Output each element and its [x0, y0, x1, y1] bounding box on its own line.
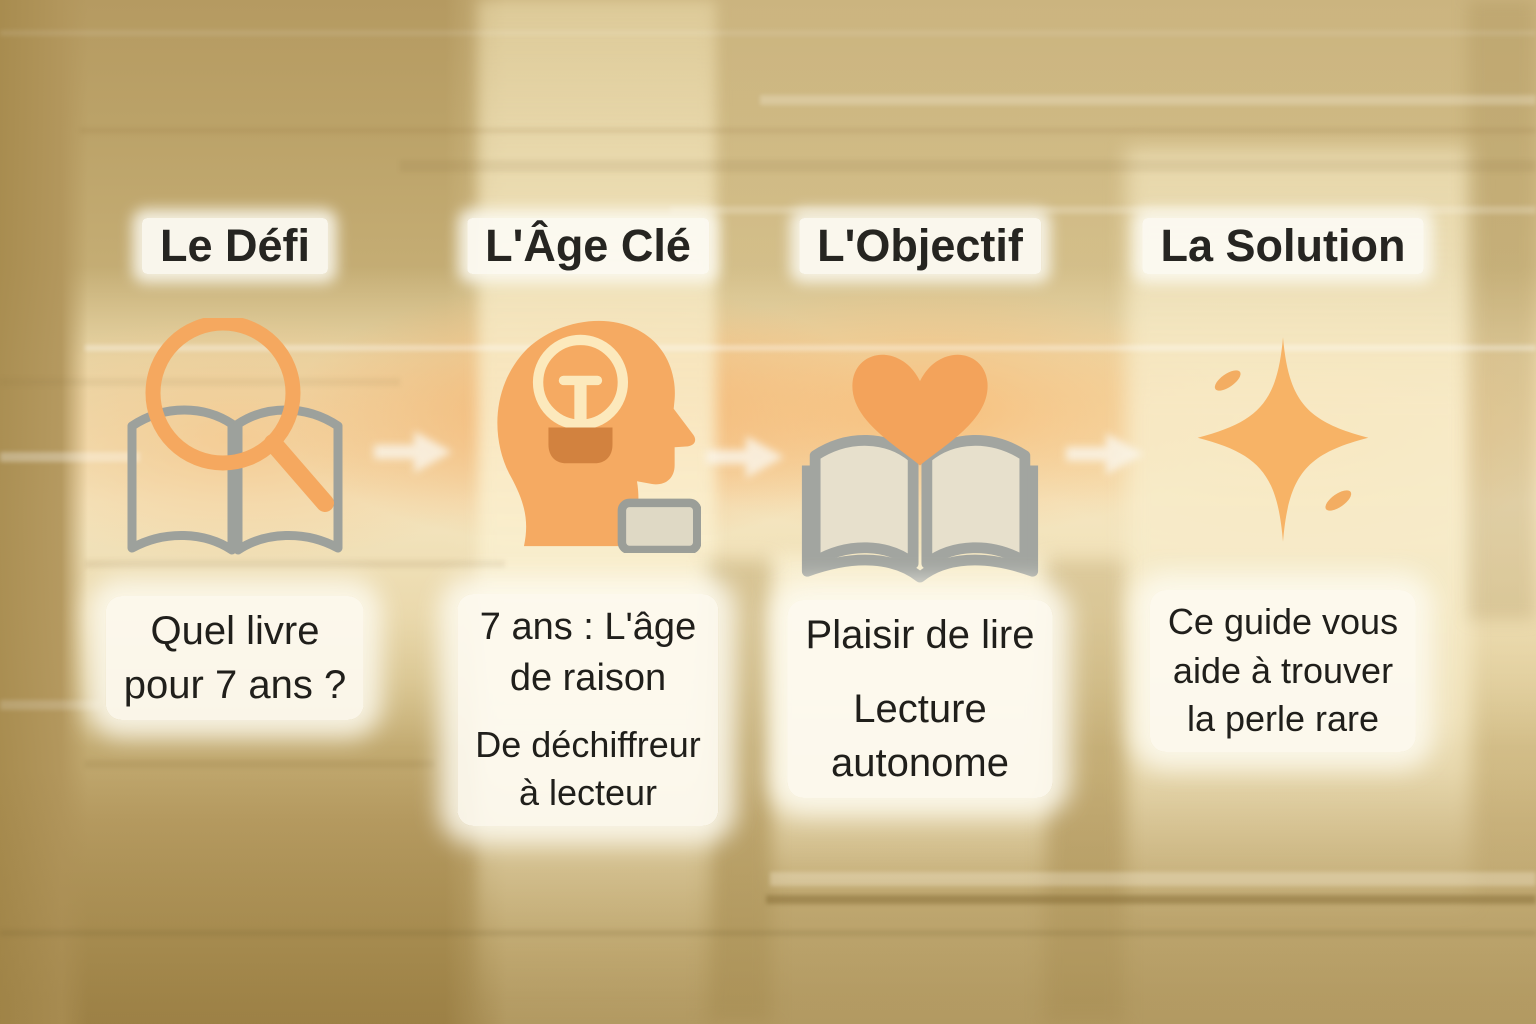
arrow-right-icon — [1066, 433, 1144, 475]
caption-solution: Ce guide vous aide à trouver la perle ra… — [1149, 590, 1417, 752]
background-right-edge — [1468, 0, 1536, 620]
streak — [770, 872, 1536, 886]
background-bottom-shade — [0, 770, 1536, 1024]
streak — [80, 128, 1536, 133]
caption-objectif: Plaisir de lire Lecture autonome — [787, 600, 1053, 798]
caption-le-defi: Quel livre pour 7 ans ? — [105, 596, 365, 720]
caption-age-cle: 7 ans : L'âge de raison De déchiffreur à… — [457, 594, 719, 826]
background-gap-band — [1044, 560, 1124, 1024]
streak — [0, 700, 100, 710]
book-search-icon — [127, 318, 343, 555]
column-header: L'Objectif — [799, 218, 1041, 274]
streak — [0, 930, 1536, 936]
background-left-band — [0, 0, 88, 1024]
streak — [0, 452, 140, 462]
arrow-right-icon — [374, 431, 452, 473]
streak — [670, 206, 1536, 214]
streak — [85, 760, 435, 768]
streak — [0, 30, 1536, 36]
column-header: L'Âge Clé — [467, 218, 709, 274]
streak — [766, 895, 1536, 904]
column-header: La Solution — [1142, 218, 1424, 274]
streak — [760, 95, 1536, 105]
column-header: Le Défi — [141, 218, 329, 274]
streak — [400, 160, 1536, 172]
sparkle-icon — [1197, 337, 1369, 542]
book-heart-icon — [801, 354, 1039, 583]
arrow-right-icon — [706, 436, 784, 478]
head-lightbulb-icon — [497, 320, 701, 553]
